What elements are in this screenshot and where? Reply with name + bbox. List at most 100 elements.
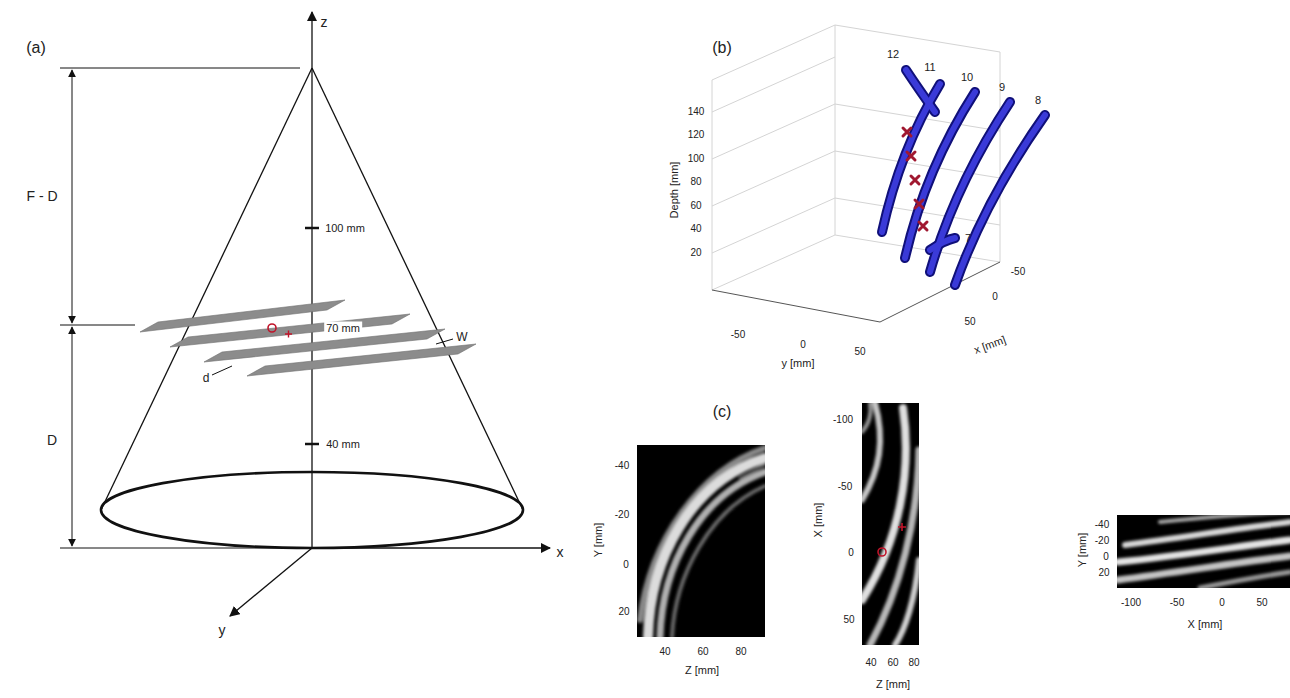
tick-label: -20 xyxy=(1095,536,1109,546)
tick-label: -100 xyxy=(1121,598,1141,608)
tick-label: -50 xyxy=(731,330,745,340)
rib-number: 10 xyxy=(961,72,973,83)
rib-echo xyxy=(740,465,765,478)
tick-label: 140 xyxy=(688,107,705,117)
rib-echo xyxy=(672,486,765,637)
tick-label: -40 xyxy=(615,461,629,471)
tick-label: 50 xyxy=(1256,598,1267,608)
rib-echo xyxy=(862,403,880,500)
axis-label: Z [mm] xyxy=(876,679,910,690)
tick-label: 40 xyxy=(690,224,701,234)
axis-line xyxy=(712,290,880,322)
rib-number: 8 xyxy=(1035,95,1041,106)
rib-surface xyxy=(955,115,1045,285)
grid-line xyxy=(712,104,835,159)
rib-surface xyxy=(882,84,940,232)
tick-label: 0 xyxy=(1103,552,1109,562)
panel-letter: (c) xyxy=(713,404,732,420)
dimension-label: d xyxy=(203,372,210,384)
rib-surface xyxy=(930,238,955,250)
axis-label: Y [mm] xyxy=(1077,533,1088,568)
dimension-arrow xyxy=(72,327,73,546)
tick-label: 120 xyxy=(688,130,705,140)
axis-label: y xyxy=(219,623,226,637)
tick-label: 0 xyxy=(848,548,854,558)
rib-echo xyxy=(660,472,765,637)
tick-mark xyxy=(305,443,319,446)
rib-strip xyxy=(247,344,476,376)
axis-label: z xyxy=(321,15,328,29)
tick-mark xyxy=(305,227,319,230)
extension-line xyxy=(60,325,135,326)
tick-label: 40 xyxy=(865,658,876,668)
cone-edge xyxy=(101,68,312,510)
rib-number: 7 xyxy=(965,233,971,244)
focus-circle xyxy=(268,324,276,332)
tick-label: 60 xyxy=(887,658,898,668)
tick-label: 80 xyxy=(690,177,701,187)
extension-line xyxy=(60,548,300,549)
tick-label: -40 xyxy=(1095,520,1109,530)
target-marker xyxy=(903,128,911,136)
target-marker xyxy=(907,152,915,160)
image-slice xyxy=(1117,515,1290,588)
leader-line xyxy=(212,366,232,375)
grid-line xyxy=(712,198,835,253)
axis-label: x xyxy=(557,545,564,559)
axis-label: Depth [mm] xyxy=(669,162,680,219)
plot-box-edge xyxy=(835,25,1000,52)
grid-line xyxy=(712,235,835,290)
tick-label: 40 xyxy=(659,647,670,657)
axis-label: x [mm] xyxy=(973,334,1008,356)
rib-surface xyxy=(955,115,1045,285)
tick-label: 50 xyxy=(854,347,865,357)
tick-label: 60 xyxy=(690,201,701,211)
transducer-ellipse xyxy=(101,472,523,548)
tick-label: 80 xyxy=(908,658,919,668)
panel-letter: (b) xyxy=(712,40,732,56)
rib-echo xyxy=(1200,572,1290,588)
axis-label: Y [mm] xyxy=(593,523,604,558)
tick-label: 0 xyxy=(1219,598,1225,608)
rib-surface xyxy=(930,238,955,250)
depth-label: 70 mm xyxy=(324,322,362,335)
leader-line xyxy=(436,339,453,344)
depth-label: 40 mm xyxy=(326,439,360,450)
extension-line xyxy=(60,68,300,69)
target-cross xyxy=(898,523,906,531)
plot-box-edge xyxy=(712,25,835,80)
tick-label: 0 xyxy=(800,340,806,350)
tick-label: 60 xyxy=(697,647,708,657)
panel-letter: (a) xyxy=(26,40,46,56)
target-marker xyxy=(919,222,927,230)
rib-number: 9 xyxy=(999,82,1005,93)
grid-line xyxy=(712,57,835,112)
tick-label: -100 xyxy=(833,415,853,425)
cone-edge xyxy=(312,68,523,510)
axis-line xyxy=(880,262,1000,322)
tick-label: 0 xyxy=(992,292,998,302)
axis-label: y [mm] xyxy=(782,358,815,369)
tick-label: -50 xyxy=(1011,267,1025,277)
z-axis xyxy=(311,12,312,548)
axis-label: X [mm] xyxy=(1188,619,1223,630)
axis-label: X [mm] xyxy=(813,503,824,538)
image-slice xyxy=(637,445,765,637)
grid-line xyxy=(712,151,835,206)
tick-label: -50 xyxy=(1170,598,1184,608)
tick-label: 0 xyxy=(623,560,629,570)
rib-echo xyxy=(640,448,765,620)
depth-label: 100 mm xyxy=(325,223,365,234)
dimension-label: W xyxy=(456,331,467,343)
tick-label: -50 xyxy=(838,482,852,492)
axis-label: Z [mm] xyxy=(685,665,719,676)
rib-echo xyxy=(862,403,871,432)
dimension-label: F - D xyxy=(26,189,57,203)
dimension-label: D xyxy=(47,433,57,447)
rib-echo xyxy=(895,560,919,645)
tick-label: 20 xyxy=(618,607,629,617)
plot-box-edge xyxy=(835,25,836,235)
rib-number: 12 xyxy=(887,49,899,60)
